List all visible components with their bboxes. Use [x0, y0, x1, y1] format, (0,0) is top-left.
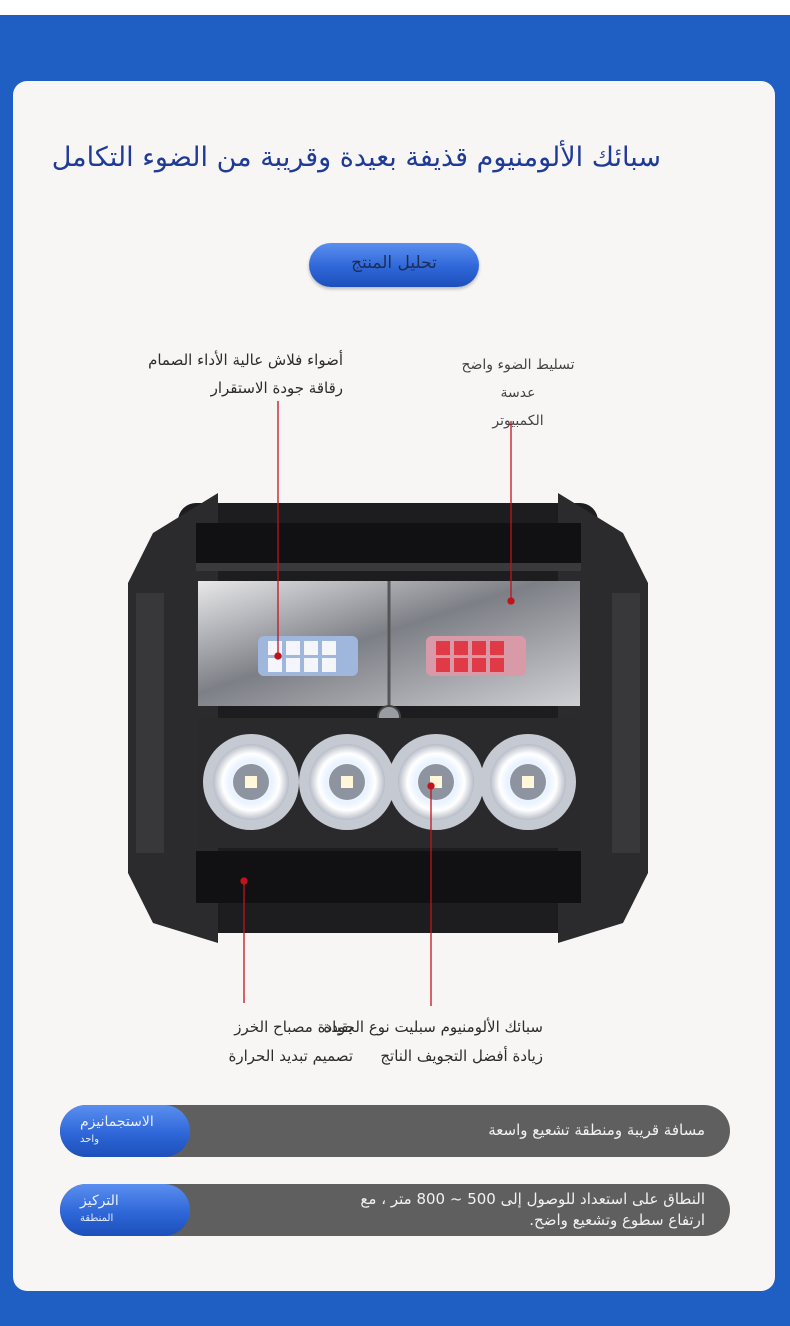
callout-led-chip: أضواء فلاش عالية الأداء الصمام رقاقة جود…: [113, 346, 343, 402]
feature-badge-floodlight: الاستجمانيزم واحد: [60, 1105, 190, 1157]
feature-floodlight: الاستجمانيزم واحد مسافة قريبة ومنطقة تشع…: [60, 1105, 730, 1157]
feature-badge-sub: المنطقة: [80, 1213, 114, 1224]
callout-led-beads-line1: بقيادة مصباح الخرز: [234, 1018, 353, 1036]
callout-lens-line1: تسليط الضوء واضح عدسة: [461, 357, 575, 401]
feature-text-line1: النطاق على استعداد للوصول إلى 500 ~ 800 …: [360, 1190, 705, 1208]
callout-lens: تسليط الضوء واضح عدسة الكمبيوتر: [443, 351, 593, 435]
work-light-image: [128, 493, 648, 943]
feature-badge-spotlight: التركيز المنطقة: [60, 1184, 190, 1236]
callout-lens-line2: الكمبيوتر: [492, 413, 544, 429]
feature-text-line2: ارتفاع سطوع وتشعيع واضح.: [529, 1211, 705, 1229]
feature-badge-title: التركيز: [80, 1193, 119, 1209]
callout-led-chip-line1: أضواء فلاش عالية الأداء الصمام: [148, 351, 343, 369]
feature-spotlight: التركيز المنطقة النطاق على استعداد للوصو…: [60, 1184, 730, 1236]
feature-text: النطاق على استعداد للوصول إلى 500 ~ 800 …: [205, 1189, 705, 1231]
feature-text: مسافة قريبة ومنطقة تشعيع واسعة: [488, 1121, 705, 1139]
page-title: سبائك الألومنيوم قذيفة بعيدة وقريبة من ا…: [51, 142, 661, 173]
callout-aluminum-shell-line1: سبائك الألومنيوم سبليت نوع الجودة: [323, 1018, 543, 1036]
callout-aluminum-shell: سبائك الألومنيوم سبليت نوع الجودة زيادة …: [323, 1013, 543, 1071]
feature-badge-title: الاستجمانيزم: [80, 1114, 154, 1130]
callout-led-beads-line2: تصميم تبديد الحرارة: [228, 1047, 354, 1065]
product-analysis-button[interactable]: تحليل المنتج: [309, 243, 479, 287]
callout-led-beads: بقيادة مصباح الخرز تصميم تبديد الحرارة: [93, 1013, 354, 1071]
callout-led-chip-line2: رقاقة جودة الاستقرار: [210, 379, 343, 397]
product-card: سبائك الألومنيوم قذيفة بعيدة وقريبة من ا…: [13, 81, 775, 1291]
callout-aluminum-shell-line2: زيادة أفضل التجويف الناتج: [380, 1047, 543, 1065]
leader-lines: [240, 401, 515, 1006]
product-analysis-label: تحليل المنتج: [351, 253, 437, 273]
feature-badge-sub: واحد: [80, 1134, 100, 1145]
